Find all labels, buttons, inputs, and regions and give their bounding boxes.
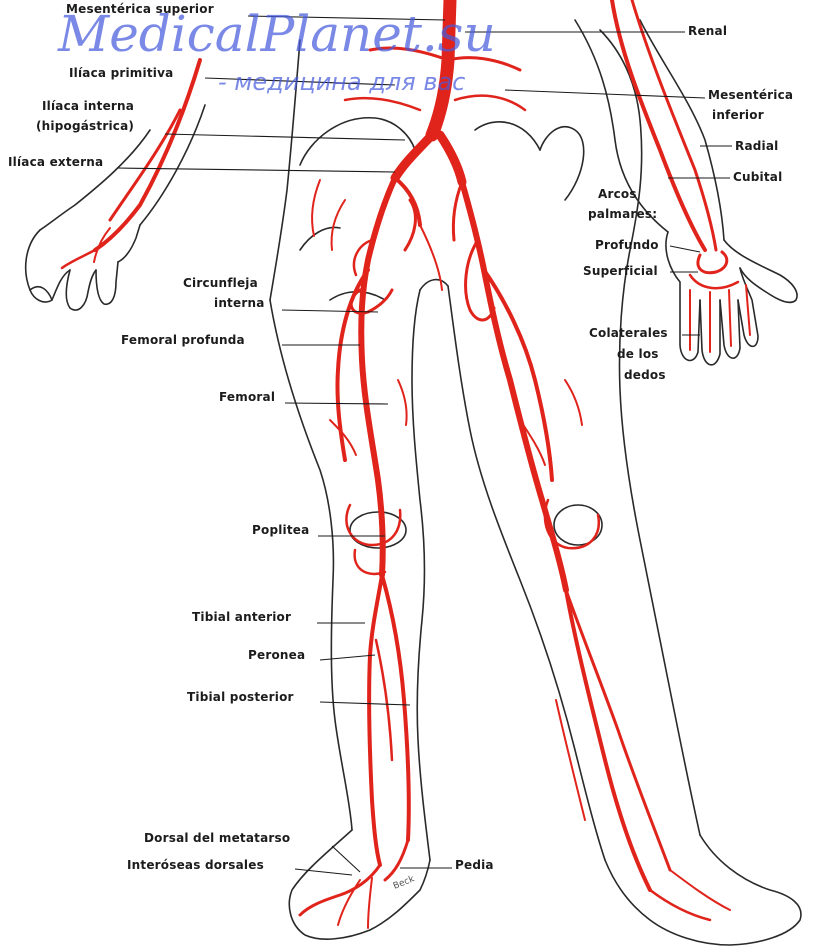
label-arcos: Arcos (598, 187, 637, 201)
label-de-los: de los (617, 347, 659, 361)
label-tibial-anterior: Tibial anterior (192, 610, 291, 624)
label-iliaca-primitiva: Ilíaca primitiva (69, 66, 173, 80)
watermark-tagline: - медицина для вас (218, 68, 465, 96)
label-pedia: Pedia (455, 858, 494, 872)
label-circunfleja: Circunfleja (183, 276, 258, 290)
label-mesenterica-inferior-1: Mesentérica (708, 88, 793, 102)
label-iliaca-externa: Ilíaca externa (8, 155, 103, 169)
label-tibial-posterior: Tibial posterior (187, 690, 294, 704)
label-profundo: Profundo (595, 238, 659, 252)
label-palmares: palmares: (588, 207, 657, 221)
label-mesenterica-inferior-2: inferior (712, 108, 764, 122)
label-mesenterica-superior: Mesentérica superior (66, 2, 214, 16)
arteries (62, 0, 750, 928)
label-hipogastrica: (hipogástrica) (36, 119, 134, 133)
label-iliaca-interna: Ilíaca interna (42, 99, 134, 113)
label-dorsal-metatarso: Dorsal del metatarso (144, 831, 290, 845)
label-interoseas-dorsales: Interóseas dorsales (127, 858, 264, 872)
label-renal: Renal (688, 24, 727, 38)
label-interna: interna (214, 296, 265, 310)
label-peronea: Peronea (248, 648, 305, 662)
label-dedos: dedos (624, 368, 666, 382)
label-femoral: Femoral (219, 390, 275, 404)
label-colaterales: Colaterales (589, 326, 668, 340)
label-radial: Radial (735, 139, 778, 153)
label-femoral-profunda: Femoral profunda (121, 333, 245, 347)
label-superficial: Superficial (583, 264, 658, 278)
label-poplitea: Poplitea (252, 523, 309, 537)
label-cubital: Cubital (733, 170, 782, 184)
